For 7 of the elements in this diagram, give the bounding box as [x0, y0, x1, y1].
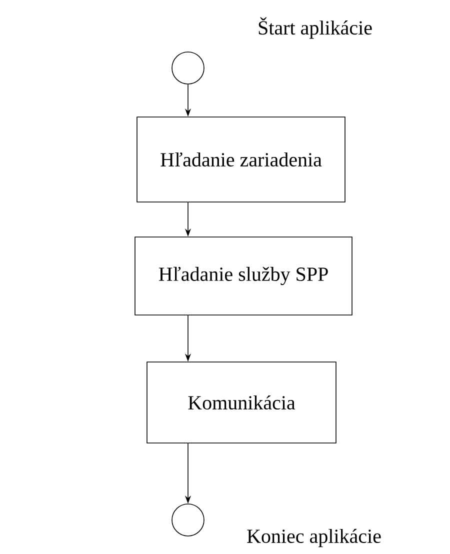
process-box: Hľadanie zariadenia: [136, 116, 346, 202]
process-box: Hľadanie služby SPP: [134, 236, 352, 316]
caption-text: Štart aplikácie: [258, 17, 372, 39]
caption-text: Koniec aplikácie: [247, 528, 381, 548]
process-box: Komunikácia: [146, 362, 336, 444]
start-end-circle: [172, 504, 204, 536]
start-end-circle: [172, 52, 204, 84]
